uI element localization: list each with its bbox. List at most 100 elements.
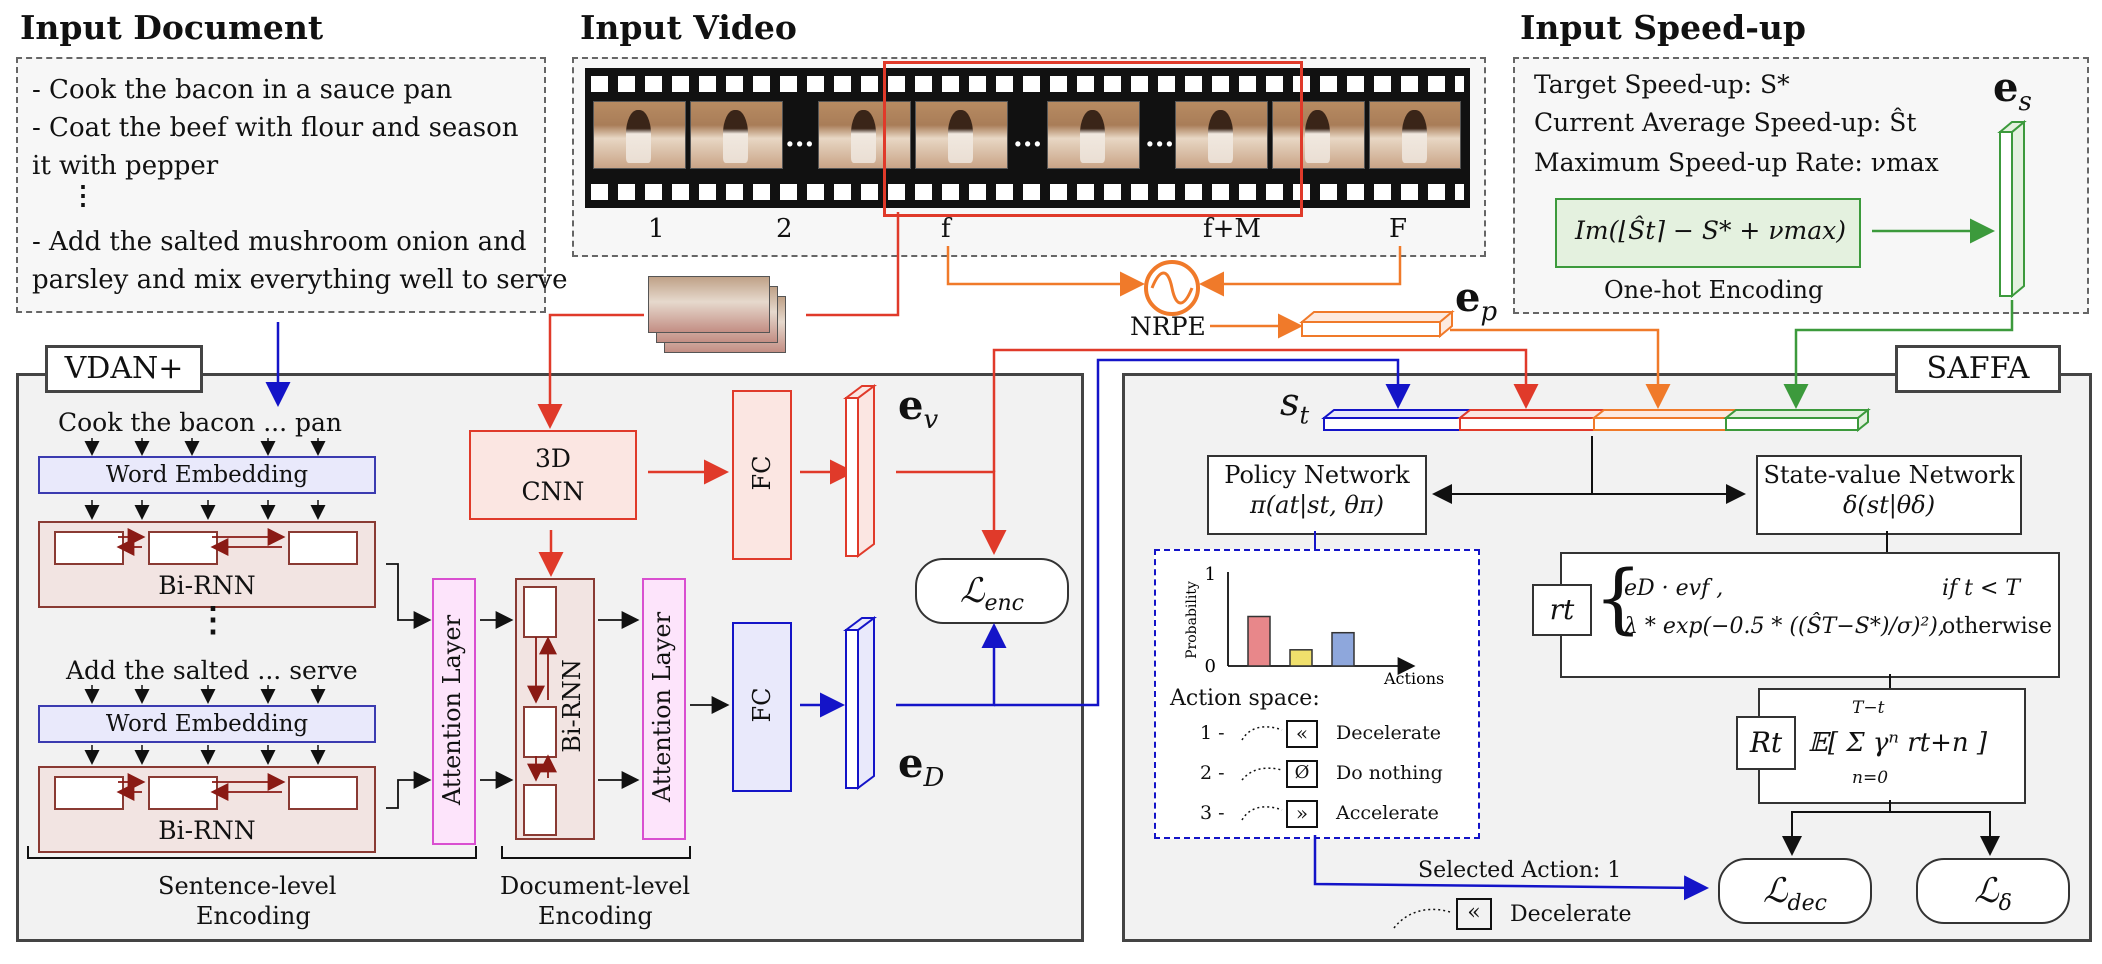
Rt-sum-bottom: n=0: [1852, 768, 1889, 788]
wire-return-losses: [1791, 800, 1991, 850]
ed-label: eD: [898, 740, 944, 793]
fc-doc: [732, 622, 792, 792]
clip-stack-1: [648, 276, 770, 333]
word-arrows-2: [84, 685, 326, 765]
action-1-label: Decelerate: [1336, 722, 1441, 744]
cnn-3d-line2: CNN: [521, 477, 585, 506]
rt-case-1-cond: if t < T: [1942, 576, 2021, 601]
selected-action-label: Selected Action: 1: [1418, 858, 1622, 883]
wire-video-clip: [806, 212, 900, 317]
speedup-target: Target Speed-up: S*: [1534, 70, 1790, 99]
rt-case-2-cond: otherwise: [1942, 614, 2052, 639]
state-symbol: s: [1280, 380, 1300, 424]
chart-xlabel: Actions: [1383, 669, 1444, 688]
rt-label: rt: [1549, 593, 1575, 626]
document-level-bracket: [501, 846, 691, 859]
wire-clip-cnn: [537, 313, 644, 429]
sentence-level-bracket: [27, 846, 477, 859]
wire-ed-loss: [896, 623, 1007, 707]
ev-symbol: e: [898, 382, 924, 429]
frame-label-F: F: [1389, 214, 1408, 244]
wire-att-docrnn: [480, 611, 730, 789]
Rt-label: Rt: [1749, 726, 1783, 759]
rnn-cell: [288, 776, 358, 810]
es-label: es: [1993, 64, 2032, 117]
sentence-2: Add the salted ... serve: [66, 656, 358, 685]
accelerate-icon: »: [1286, 800, 1318, 828]
wire-ed-state: [994, 358, 1411, 707]
wire-ev-loss: [896, 470, 1007, 555]
action-1-num: 1 -: [1200, 722, 1225, 744]
ev-vector: [843, 384, 877, 558]
state-value-network: State-value Network δ(st|θδ): [1756, 455, 2022, 535]
state-label: st: [1280, 380, 1309, 430]
heading-input-video: Input Video: [580, 8, 797, 47]
selected-decelerate-icon: «: [1456, 898, 1492, 930]
speedup-max-rate: Maximum Speed-up Rate: νmax: [1534, 148, 1939, 177]
accelerate-icon-glyph: »: [1295, 801, 1309, 825]
word-embedding-1: Word Embedding: [38, 456, 376, 494]
rnn-cell: [54, 531, 124, 565]
document-level-label-1: Document-level: [500, 872, 691, 900]
loss-delta-subscript: δ: [1998, 890, 2012, 916]
state-subscript: t: [1299, 401, 1310, 430]
loss-dec: ℒdec: [1718, 858, 1872, 924]
video-frame-extra2: [1369, 101, 1461, 169]
Rt-formula: 𝔼[ Σ γⁿ rt+n ]: [1808, 728, 1988, 758]
input-speedup-box: [1513, 57, 2089, 314]
Rt-sum-top: T−t: [1852, 698, 1885, 718]
decelerate-icon-glyph: «: [1295, 721, 1309, 745]
rt-brace: {: [1594, 553, 1643, 642]
frame-label-f: f: [941, 214, 951, 244]
video-frame-f: [818, 101, 911, 169]
heading-input-speedup: Input Speed-up: [1520, 8, 1806, 47]
Rt-label-box: Rt: [1736, 716, 1796, 770]
wire-selected-action: [1313, 835, 1709, 901]
loss-dec-symbol: ℒ: [1763, 871, 1788, 911]
action-3-label: Accelerate: [1336, 802, 1439, 824]
input-document-box: - Cook the bacon in a sauce pan - Coat t…: [16, 57, 568, 313]
rnn-cell: [523, 586, 557, 638]
chart-bar-3: [1331, 631, 1355, 667]
ep-subscript: p: [1480, 297, 1498, 327]
value-formula: δ(st|θδ): [1842, 491, 1936, 519]
video-selection-window: [883, 61, 1303, 217]
ev-subscript: v: [923, 405, 939, 435]
action-space-label: Action space:: [1170, 686, 1320, 711]
cnn-3d: 3D CNN: [469, 430, 637, 520]
policy-chart: 1 0 Probability Actions: [1184, 564, 1444, 688]
sentence-level-label-2: Encoding: [196, 902, 311, 930]
word-arrows-1: [84, 438, 326, 520]
policy-detail-box: [1154, 549, 1480, 839]
doc-bi-rnn: [515, 578, 595, 840]
doc-line-4: - Add the salted mushroom onion and: [32, 227, 527, 257]
heading-input-document: Input Document: [20, 8, 324, 47]
return-box: [1758, 688, 2026, 804]
frame-label-1: 1: [648, 214, 665, 244]
video-dots-3: ...: [1145, 120, 1175, 153]
rnn-inner-arrows: [116, 528, 557, 801]
ep-symbol: e: [1455, 274, 1481, 321]
saffa-title: SAFFA: [1895, 345, 2061, 393]
do-nothing-icon-glyph: Ø: [1294, 762, 1310, 783]
ep-label: ep: [1455, 274, 1497, 327]
ep-vector: [1299, 309, 1455, 339]
chart-bar-1: [1247, 615, 1271, 667]
video-frame-2: [690, 101, 783, 169]
video-dots-1: ...: [785, 120, 815, 153]
rt-label-box: rt: [1532, 584, 1592, 636]
policy-formula: π(at|st, θπ): [1250, 491, 1384, 519]
doc-line-3: it with pepper: [32, 151, 219, 181]
rt-case-1: eD · evf ,: [1624, 576, 1724, 601]
document-level-label-2: Encoding: [538, 902, 653, 930]
attention-layer-1: [432, 578, 476, 845]
onehot-formula-box: Im(⌊Ŝt⌉ − S* + νmax): [1555, 198, 1861, 268]
loss-delta: ℒδ: [1916, 858, 2070, 924]
vdan-title: VDAN+: [45, 345, 203, 393]
decelerate-icon: «: [1286, 720, 1318, 748]
cnn-3d-line1: 3D: [535, 444, 571, 473]
wire-rnn2-att: [386, 771, 432, 809]
es-symbol: e: [1993, 64, 2019, 111]
rt-case-2: λ * exp(−0.5 * ((ŜT−S*)/σ)²),: [1624, 614, 1945, 639]
